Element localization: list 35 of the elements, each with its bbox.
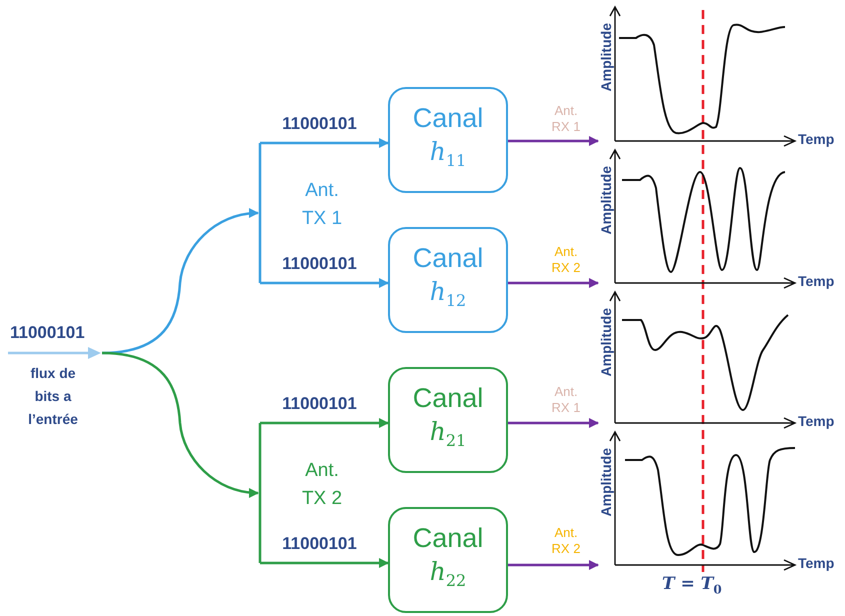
axis-label: Temp xyxy=(798,413,834,429)
arrow xyxy=(508,418,599,428)
arrow xyxy=(508,560,599,570)
time-label: T = T$_{0}$ xyxy=(662,574,722,596)
bit-sequence: 11000101 xyxy=(10,323,85,343)
channel-label: Canal xyxy=(412,242,484,274)
axis-label: Amplitude xyxy=(598,308,614,376)
antenna-label: Ant. TX 1 xyxy=(300,179,344,231)
arrow xyxy=(260,418,389,428)
axis-label: Temp xyxy=(798,555,834,571)
arrow xyxy=(508,136,599,146)
channel-box xyxy=(388,227,508,333)
channel-label: Canal xyxy=(412,522,484,554)
arrow xyxy=(260,138,389,148)
axis-label: Amplitude xyxy=(598,23,614,92)
channel-symbol: h$_{11}$ xyxy=(430,136,466,172)
channel-symbol: h$_{12}$ xyxy=(430,276,466,312)
input-caption: flux de bits a l’entrée xyxy=(27,364,79,429)
channel-label: Canal xyxy=(412,102,484,134)
channel-box xyxy=(388,367,508,473)
channel-box xyxy=(388,507,508,613)
channel-symbol: h$_{22}$ xyxy=(430,556,466,592)
axis-label: Amplitude xyxy=(598,448,614,516)
axis-label: Temp xyxy=(798,131,834,147)
antenna-label: Ant. TX 2 xyxy=(300,459,344,511)
axis-label: Amplitude xyxy=(598,166,614,234)
arrow xyxy=(508,278,599,288)
axis-label: Temp xyxy=(798,273,834,289)
arrow xyxy=(260,278,389,288)
channel-symbol: h$_{21}$ xyxy=(430,416,466,452)
arrow xyxy=(102,208,259,354)
arrow xyxy=(102,352,259,498)
arrow xyxy=(260,558,389,568)
channel-label: Canal xyxy=(412,382,484,414)
channel-box xyxy=(388,87,508,193)
